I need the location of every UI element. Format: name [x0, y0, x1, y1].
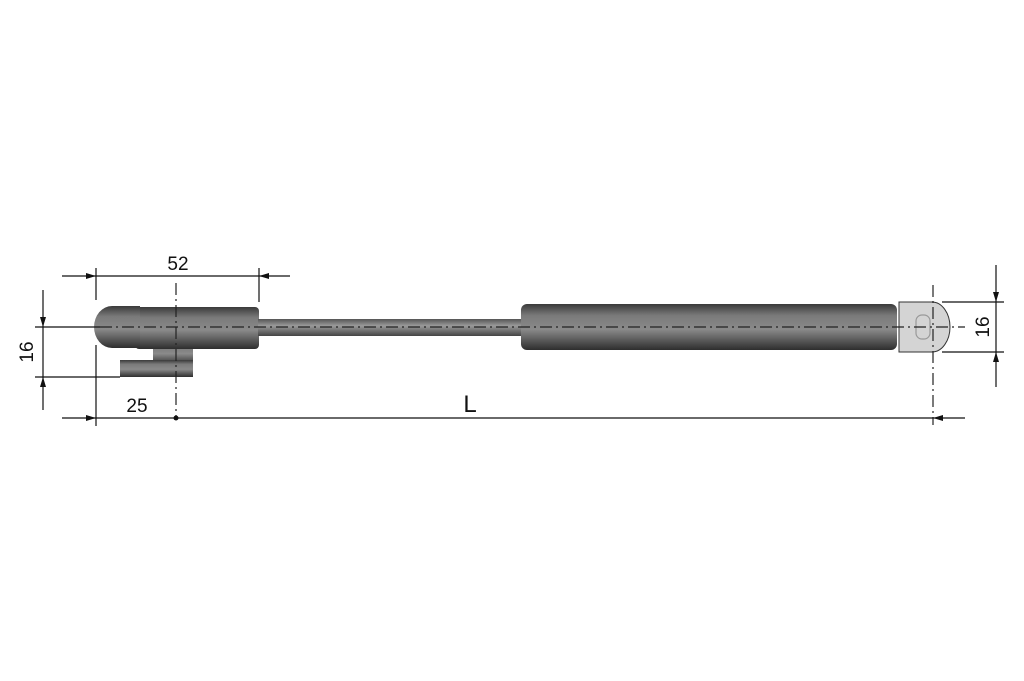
cylinder — [521, 304, 897, 350]
dim-25-label: 25 — [126, 396, 147, 417]
end-fitting-body — [135, 307, 259, 349]
dim-16-right-label: 16 — [973, 316, 994, 337]
dim-L-label: L — [463, 391, 476, 418]
dim-52-label: 52 — [167, 254, 188, 275]
dim-16-left-label: 16 — [17, 341, 38, 362]
